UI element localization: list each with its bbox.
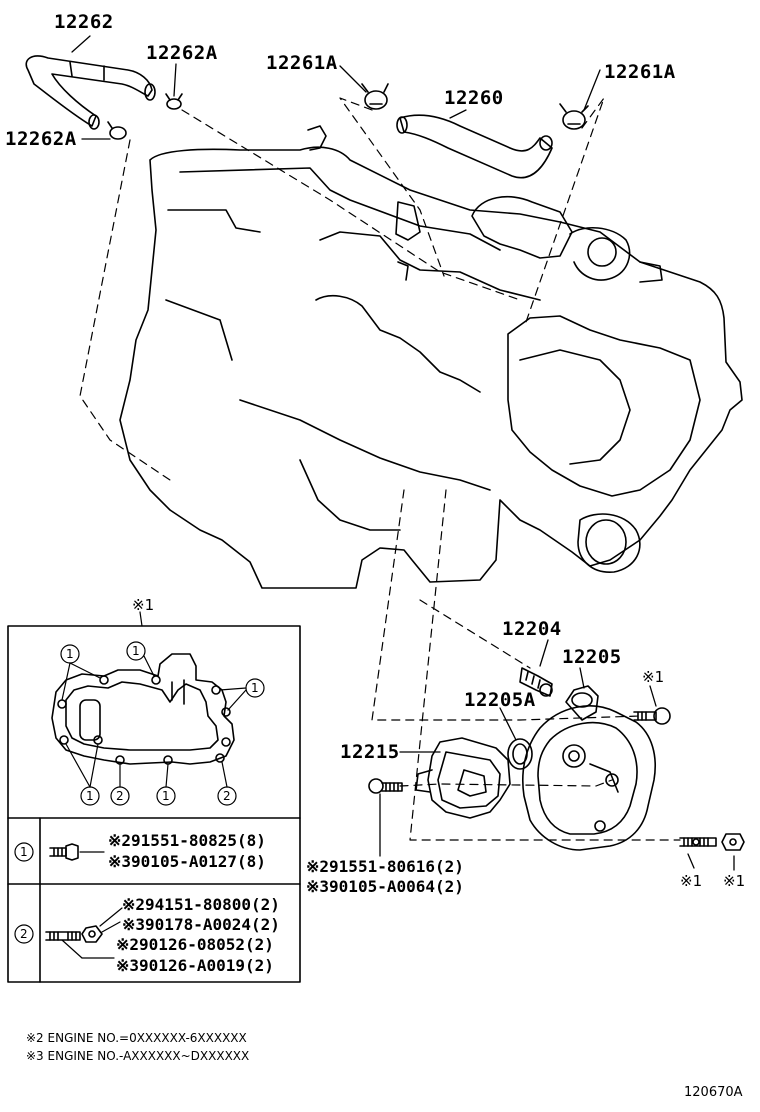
legend-row2-line4: ※390126-A0019(2) bbox=[116, 956, 274, 975]
legend-marker-1-label: 1 bbox=[20, 845, 28, 859]
bolt-12215 bbox=[368, 778, 403, 794]
inset-callout-circles bbox=[60, 641, 265, 806]
legend-row2-line3: ※290126-08052(2) bbox=[116, 935, 274, 954]
ref-mark-nut: ※1 bbox=[723, 872, 746, 890]
label-12260: 12260 bbox=[444, 87, 504, 109]
sensor-12204 bbox=[519, 667, 553, 697]
legend-row2-line1: ※294151-80800(2) bbox=[122, 895, 280, 914]
clamp-12262a-left bbox=[109, 126, 127, 140]
inset-gasket bbox=[51, 653, 235, 765]
gasket-12205a bbox=[507, 738, 533, 770]
legend-stud-2 bbox=[45, 907, 123, 959]
thermostat-housing-12215 bbox=[415, 737, 511, 819]
hose-12262 bbox=[25, 55, 183, 140]
water-outlet-housing-12205 bbox=[521, 685, 656, 851]
inset-ref-mark: ※1 bbox=[132, 596, 155, 614]
engine-block bbox=[119, 125, 743, 589]
inset-circle-label: 1 bbox=[86, 789, 94, 803]
engine-note-1: ※2 ENGINE NO.=0XXXXXX-6XXXXXX bbox=[26, 1031, 247, 1045]
label-12205: 12205 bbox=[562, 646, 622, 668]
leader-lines bbox=[71, 35, 735, 871]
label-12215: 12215 bbox=[340, 741, 400, 763]
label-12205a: 12205A bbox=[464, 689, 536, 711]
label-12262a-top: 12262A bbox=[146, 42, 218, 64]
inset-circle-label: 1 bbox=[132, 644, 140, 658]
inset-box bbox=[7, 611, 301, 983]
legend-row2-line2: ※390178-A0024(2) bbox=[122, 915, 280, 934]
engine-note-2: ※3 ENGINE NO.-AXXXXXX~DXXXXXX bbox=[26, 1049, 250, 1063]
bolt-cover bbox=[633, 707, 671, 725]
nut bbox=[721, 833, 745, 851]
legend-bolt-1 bbox=[49, 843, 105, 861]
legend-marker-2-label: 2 bbox=[20, 927, 28, 941]
clamp-12261a-left bbox=[364, 90, 388, 110]
legend-marker-1 bbox=[14, 842, 34, 862]
inset-circle-label: 1 bbox=[162, 789, 170, 803]
label-12261a-right: 12261A bbox=[604, 61, 676, 83]
ref-mark-stud: ※1 bbox=[680, 872, 703, 890]
stud-bolt bbox=[679, 837, 717, 847]
label-12204: 12204 bbox=[502, 618, 562, 640]
legend-row1-line2: ※390105-A0127(8) bbox=[108, 852, 266, 871]
bolt-callout-line1: ※291551-80616(2) bbox=[306, 857, 464, 876]
inset-circle-label: 2 bbox=[116, 789, 124, 803]
label-12262: 12262 bbox=[54, 11, 114, 33]
clamp-12262a-top bbox=[166, 98, 182, 110]
legend-marker-2 bbox=[14, 924, 34, 944]
legend-row1-line1: ※291551-80825(8) bbox=[108, 831, 266, 850]
assembly-dashed-lines bbox=[79, 97, 681, 841]
inset-circle-label: 1 bbox=[66, 647, 74, 661]
ref-mark-cover-bolt: ※1 bbox=[642, 668, 665, 686]
figure-id: 120670A bbox=[684, 1085, 743, 1100]
clamp-12261a-right bbox=[562, 110, 586, 130]
bolt-callout-line2: ※390105-A0064(2) bbox=[306, 877, 464, 896]
inset-circle-label: 2 bbox=[223, 789, 231, 803]
label-12262a-left: 12262A bbox=[5, 128, 77, 150]
label-12261a-left: 12261A bbox=[266, 52, 338, 74]
inset-circle-label: 1 bbox=[251, 681, 259, 695]
